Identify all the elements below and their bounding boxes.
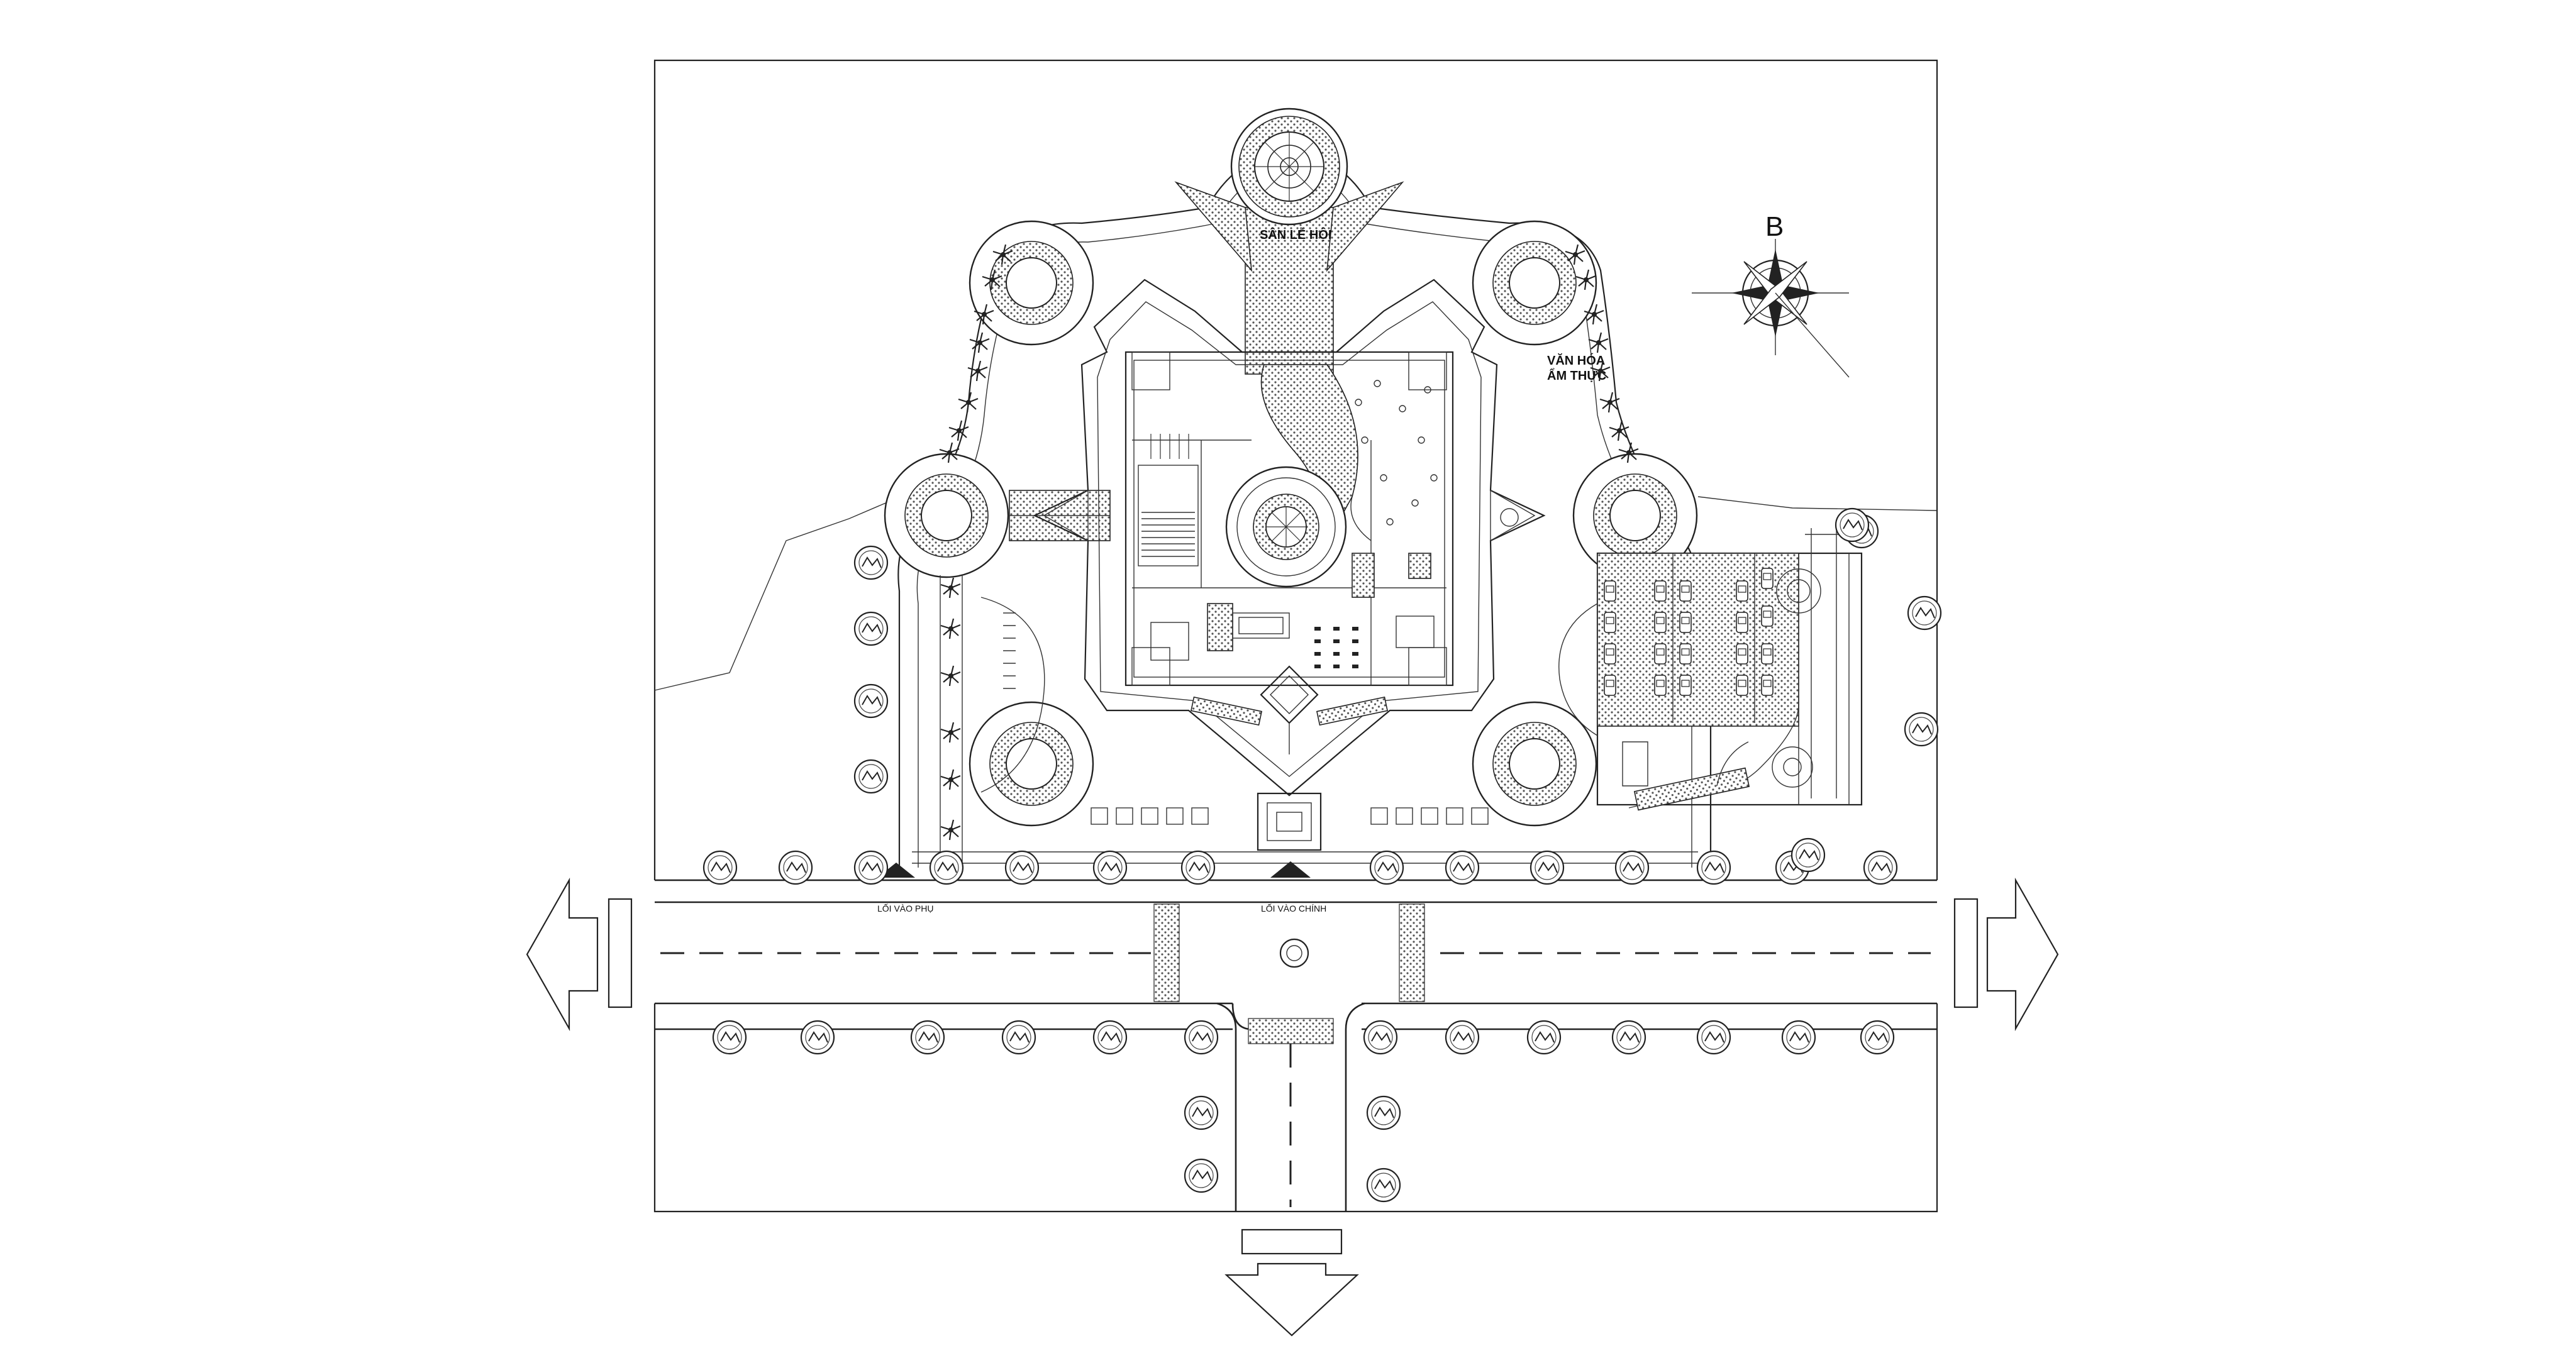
plaza-west bbox=[884, 453, 1009, 578]
main-road bbox=[655, 879, 1937, 1212]
west-bridge bbox=[1009, 490, 1111, 541]
west-walkway bbox=[940, 575, 1045, 868]
north-label: B bbox=[1765, 211, 1784, 242]
main-building bbox=[1124, 351, 1454, 687]
crosswalk-south bbox=[1248, 1018, 1334, 1044]
label-culture-line1: VĂN HÓA bbox=[1547, 353, 1605, 368]
festival-square bbox=[1174, 108, 1404, 375]
north-compass bbox=[1692, 239, 1850, 378]
tree-row-south-road bbox=[1184, 1095, 1401, 1203]
arrow-east bbox=[1953, 877, 2059, 1032]
tree-row-west-side bbox=[853, 545, 889, 794]
tree-row-east-side bbox=[1790, 507, 1942, 873]
arrow-south bbox=[1224, 1228, 1359, 1337]
planters-east bbox=[1370, 807, 1489, 825]
plaza-sw bbox=[969, 701, 1094, 827]
plaza-se bbox=[1472, 701, 1597, 827]
crosswalk-east bbox=[1399, 903, 1425, 1002]
fort-outline bbox=[1033, 279, 1546, 797]
parking-area bbox=[1558, 528, 1863, 811]
rotunda bbox=[1225, 466, 1347, 588]
label-festival-square: SÂN LỄ HỘI bbox=[1260, 227, 1331, 242]
entrance-pavilion bbox=[1190, 665, 1389, 754]
label-side-entrance: LỐI VÀO PHỤ bbox=[877, 903, 933, 914]
arrow-west bbox=[526, 877, 633, 1032]
courtyard-trees bbox=[1355, 380, 1438, 526]
seating-grid bbox=[1314, 627, 1358, 668]
tree-row-north-of-road bbox=[702, 850, 1898, 885]
label-main-entrance: LỐI VÀO CHÍNH bbox=[1261, 903, 1326, 914]
main-entrance-marker bbox=[1270, 861, 1311, 878]
auditorium-seating bbox=[1141, 512, 1195, 557]
palm-row-walkway bbox=[940, 577, 962, 841]
planters-west bbox=[1091, 807, 1209, 825]
monument bbox=[1257, 792, 1322, 851]
crosswalk-west bbox=[1153, 903, 1180, 1002]
plaza-ne bbox=[1472, 220, 1597, 346]
label-culture-line2: ẨM THỰC bbox=[1547, 368, 1606, 383]
site-boundary bbox=[653, 59, 1938, 1213]
